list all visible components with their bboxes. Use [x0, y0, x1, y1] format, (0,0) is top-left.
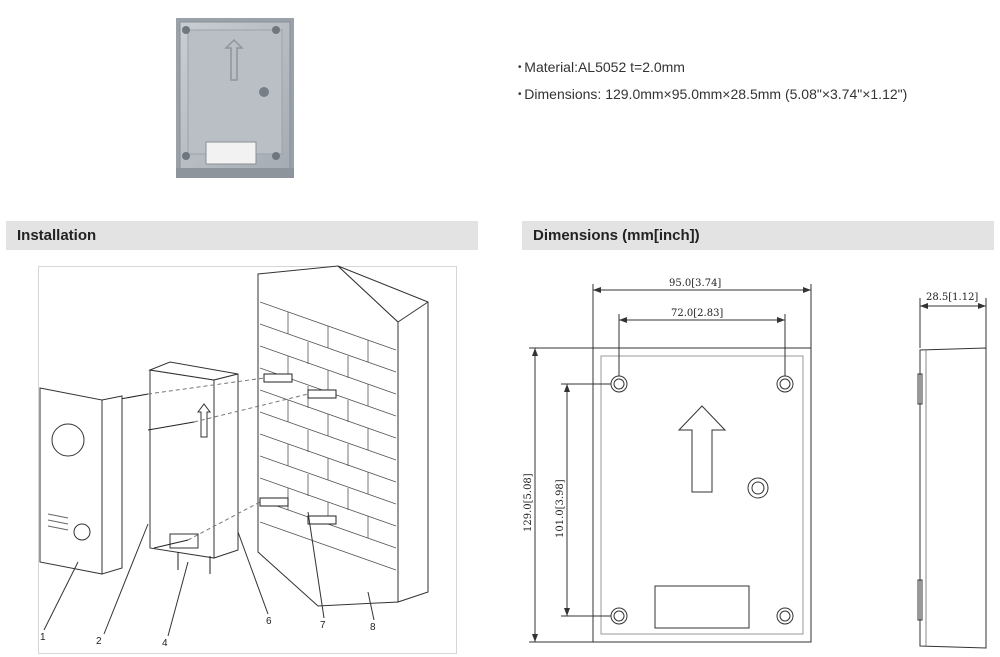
spec-dimensions: Dimensions: 129.0mm×95.0mm×28.5mm (5.08"… [518, 81, 907, 108]
callout-8: 8 [370, 622, 376, 633]
spec-material: Material:AL5052 t=2.0mm [518, 54, 907, 81]
product-photo [176, 18, 294, 178]
cable-cutout [654, 585, 750, 629]
box-outline [592, 347, 812, 643]
mounting-box [148, 361, 239, 559]
dimensions-section-header: Dimensions (mm[inch]) [522, 221, 994, 250]
callout-1: 1 [40, 632, 46, 643]
hole-spacing-v-label: 101.0[3.98] [555, 479, 566, 538]
dimensions-title: Dimensions (mm[inch]) [533, 227, 700, 244]
depth-label: 28.5[1.12] [926, 292, 978, 303]
height-label: 129.0[5.08] [523, 473, 534, 532]
callout-6: 6 [266, 616, 272, 627]
installation-diagram: 1 2 4 6 7 8 [39, 265, 429, 649]
leader-lines [43, 511, 375, 637]
spec-list: Material:AL5052 t=2.0mm Dimensions: 129.… [518, 54, 907, 108]
width-label: 95.0[3.74] [669, 278, 721, 289]
wall-anchors [259, 373, 337, 525]
up-arrow [677, 405, 727, 493]
mounting-holes [610, 375, 794, 625]
callout-4: 4 [162, 638, 168, 649]
callout-2: 2 [96, 636, 102, 647]
brick-wall [257, 265, 429, 607]
door-station [39, 387, 123, 575]
callout-7: 7 [320, 620, 326, 631]
side-profile [919, 347, 987, 649]
hole-spacing-h-label: 72.0[2.83] [671, 308, 723, 319]
front-dimension-drawing: 95.0[3.74] 72.0[2.83] 129.0[5.08] 101.0[… [523, 278, 812, 643]
installation-title: Installation [17, 227, 97, 244]
installation-section-header: Installation [6, 221, 478, 250]
side-dimension-drawing: 28.5[1.12] [917, 292, 987, 649]
alignment-lines [147, 377, 309, 541]
